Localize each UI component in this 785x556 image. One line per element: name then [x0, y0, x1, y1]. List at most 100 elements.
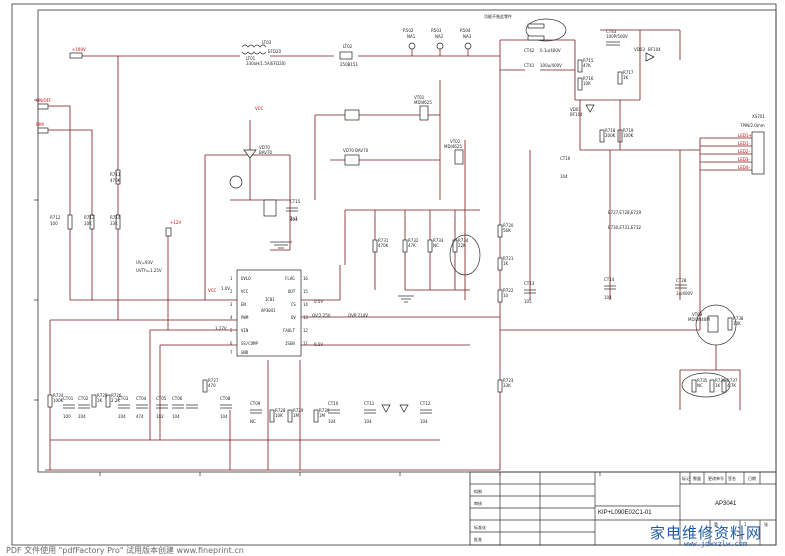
- r714-value: 33K: [110, 221, 118, 226]
- cap-bottom-2: [78, 404, 90, 409]
- cap-bottom-4: [136, 404, 148, 409]
- cap-ct28-symbol: [675, 284, 687, 289]
- resistor-value: 10K: [733, 321, 741, 326]
- net-12v: +12V: [170, 220, 181, 225]
- cap-bottom-3: [118, 404, 130, 409]
- tb-sheet-2: 1: [744, 522, 747, 527]
- cap-ct42-label: CT42: [524, 48, 535, 53]
- net-dim: DIM: [36, 122, 44, 127]
- capacitor-value: 104: [172, 414, 180, 419]
- resistor-value: 47K: [408, 243, 416, 248]
- capacitor-label: CT12: [420, 401, 431, 406]
- ic-right-pin-1: FLAG: [285, 276, 295, 281]
- ic-left-pin-3: EN: [241, 302, 246, 307]
- vt09-part: MDI3N40M: [688, 317, 710, 322]
- resistor-mid-3: [497, 289, 503, 303]
- resistor-label: R734: [458, 238, 469, 243]
- tb-header-1: 标记: [682, 475, 690, 481]
- ground-symbol-driver: [270, 241, 292, 249]
- tb-sheet-1: 第: [714, 521, 718, 527]
- resistor-top-2: [527, 35, 545, 41]
- resistor-value: 10: [503, 293, 509, 298]
- cap-bottom-6: [172, 404, 184, 409]
- capacitor-value: 104: [364, 419, 372, 424]
- mid-right-wires: [500, 150, 700, 331]
- capacitor-value: 104: [604, 295, 612, 300]
- connector-label: 7PIN/2.0mm: [740, 123, 765, 128]
- transistor-driver: [229, 175, 243, 189]
- cap-bottom-1: [63, 404, 75, 409]
- jumper-group: R502 R503 R504 NA1 NA2 NA3: [403, 28, 472, 56]
- transformer-alt-ref: LT03: [262, 40, 272, 45]
- r711-value: 470K: [110, 178, 121, 183]
- annotation-uv: UV=93V: [136, 260, 153, 265]
- sheet-border: [11, 3, 777, 546]
- mosfet-vt01: [419, 105, 429, 121]
- jumper-wires: [411, 49, 469, 56]
- capacitor-value: 104: [420, 419, 428, 424]
- ic-right-pin-6: ISEN: [285, 341, 295, 346]
- resistor-mid-4: [497, 379, 503, 393]
- resistor-sense-b: [709, 379, 715, 393]
- net-on-off: ON/OFF: [36, 98, 52, 103]
- resistor-label: R732: [408, 238, 419, 243]
- annotation-uvth: UVTh=1.25V: [136, 268, 162, 273]
- resistor-bottom-3: [105, 394, 111, 408]
- tb-row-2: 审核: [474, 500, 482, 506]
- title-block-frame: [469, 471, 777, 546]
- ic-left-pin-num-3: 3: [230, 302, 233, 307]
- ic-right-pin-num-5: 12: [303, 328, 308, 333]
- resistor-value: 1K: [97, 398, 103, 403]
- connector-pin-labels: LED1+ LED1- LED2- LED3- LED4-: [738, 133, 752, 170]
- resistor-label: R733: [433, 238, 444, 243]
- resistor-label: R724: [53, 393, 64, 398]
- tb-drawing-number: KIP+L090E02C1-01: [598, 510, 652, 516]
- ic-left-pin-num-1: 1: [230, 276, 233, 281]
- zener-bottom-2: [399, 404, 409, 413]
- tb-row-6: 批准: [474, 536, 482, 542]
- capacitor-value: 104: [560, 174, 568, 179]
- cap-ct28-label: CT28: [676, 278, 687, 283]
- ic-right-pin-num-6: 11: [303, 341, 308, 346]
- connector-xs701: [751, 131, 765, 175]
- capacitor-value: 102: [156, 414, 164, 419]
- dim-connector: [37, 127, 49, 134]
- cap-ct43-value: 100P/500V: [606, 34, 628, 39]
- cap-bottom-12: [420, 409, 432, 414]
- inductor-lt02: [339, 51, 353, 60]
- capacitor-value: 100: [63, 414, 71, 419]
- ground-symbol-sense: [398, 295, 414, 303]
- bottom-component-row: [47, 379, 432, 423]
- vt02-part: MDI4625: [444, 144, 462, 149]
- cap-bottom-8: [220, 404, 232, 409]
- sense-highlight-circle: [449, 234, 481, 276]
- annotation-ov: OV:2.25V: [312, 313, 331, 318]
- resistor-bottom-4: [202, 379, 208, 393]
- vin-connector: [69, 52, 83, 59]
- cap-ct43-label: CT43: [606, 29, 617, 34]
- ic-right-pin-num-1: 16: [303, 276, 308, 281]
- resistor-r714: [115, 214, 121, 230]
- resistor-mid-1: [497, 224, 503, 238]
- ic-ap3041: [236, 269, 302, 357]
- diode-vd01: [585, 104, 595, 113]
- resistor-label: R727: [208, 378, 219, 383]
- capacitor-label: CT01: [63, 396, 74, 401]
- r712-value: 100: [50, 221, 58, 226]
- ic-ref: IC01: [265, 297, 275, 302]
- capacitor-label: CT16: [560, 156, 571, 161]
- resistor-value: 470: [208, 383, 216, 388]
- resistor-r-c: [617, 71, 623, 85]
- ic-left-pin-num-2: 2: [230, 289, 233, 294]
- cap-bottom-5: [156, 404, 168, 409]
- vt09-label: VT09: [692, 312, 703, 317]
- cap-ct41-value: 100u/400V: [540, 63, 562, 68]
- conn-pin-2: LED1-: [738, 141, 750, 146]
- diode-pair-bottom: [344, 154, 360, 166]
- sense-resistors: [372, 239, 458, 253]
- resistor-value: 1K: [623, 75, 629, 80]
- capacitor-label: CT09: [250, 401, 261, 406]
- r714-label: R714: [110, 215, 121, 220]
- diode-vd03: [645, 52, 655, 62]
- zener-bottom-1: [381, 404, 391, 413]
